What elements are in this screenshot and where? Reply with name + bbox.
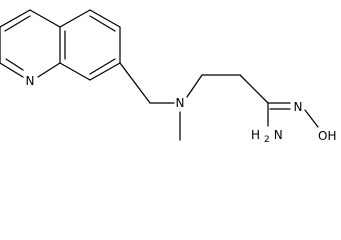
bond-n1-c8a [37, 62, 61, 78]
bond-c4a-c4 [29, 9, 61, 28]
amine-n2-label: N [274, 128, 283, 142]
molecule-drawing: N N N OH H 2 N [0, 9, 336, 146]
bond-c4a-c5 [59, 9, 91, 28]
bond-c8-ch2 [119, 62, 151, 104]
bond-n-oh [304, 109, 319, 128]
bond-c5-c6-inner [89, 15, 116, 32]
amidine-nitrogen-label: N [294, 100, 303, 114]
bond-c5-c6 [89, 9, 121, 28]
bond-c7-c8 [89, 62, 121, 81]
structure-canvas: N N N OH H 2 N [0, 9, 337, 146]
amine-nitrogen-label: N [176, 96, 185, 110]
amine-nh2-label: H 2 N [251, 126, 283, 146]
ring-nitrogen-label: N [26, 74, 35, 88]
bond-n-ch2a [186, 74, 203, 98]
bond-c8-c8a [59, 62, 91, 81]
bond-c4-c3-inner [4, 15, 31, 32]
amine-h-label: H [251, 128, 260, 142]
bond-ch2b-camidine [239, 74, 269, 104]
bond-c4-c3 [0, 9, 31, 28]
amine-h-count-label: 2 [264, 135, 270, 145]
hydroxyl-label: OH [318, 129, 336, 143]
bond-c7-c8-inner [89, 58, 116, 75]
bond-c2-n1 [0, 62, 24, 78]
bond-c2-n1-inner [5, 58, 24, 71]
